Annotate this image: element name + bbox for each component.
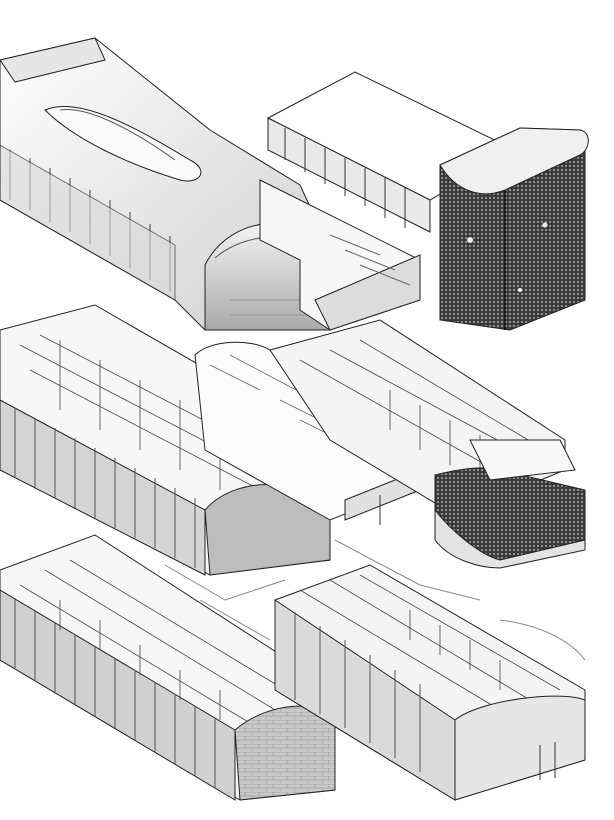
perforated-tower (439, 127, 589, 331)
west-block (0, 534, 336, 801)
residential-wing (0, 304, 331, 576)
curved-roof-wing (0, 37, 331, 331)
site-paths (164, 539, 586, 661)
east-block (274, 564, 586, 801)
roof-level (0, 37, 589, 331)
perforated-band (434, 439, 586, 569)
upper-floor-level (0, 304, 586, 576)
ground-floor-level (0, 534, 586, 801)
